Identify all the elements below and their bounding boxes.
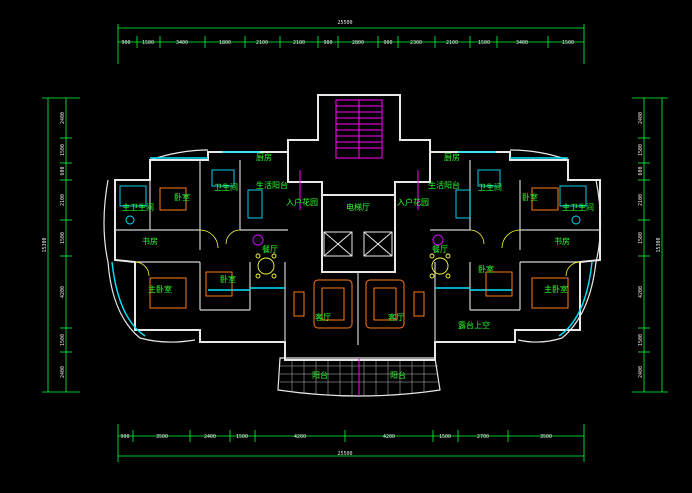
balcony-hatch xyxy=(277,357,441,397)
top-dim-6: 2100 xyxy=(293,40,305,46)
label-bedroom2-left: 卧室 xyxy=(220,274,236,284)
left-dim-2: 1500 xyxy=(60,144,66,156)
label-balcony-right: 阳台 xyxy=(390,370,406,380)
top-dim-11: 2100 xyxy=(446,40,458,46)
left-dim-1: 2400 xyxy=(60,112,66,124)
label-toilet-left: 卫生间 xyxy=(214,182,238,192)
bottom-dim-1: 900 xyxy=(120,434,129,440)
label-bath-left: 主卫生间 xyxy=(122,202,154,212)
right-dim-4: 2100 xyxy=(638,194,644,206)
top-segment-labels: 900 1500 3400 1800 2100 2100 900 2800 90… xyxy=(121,40,574,46)
right-dim-6: 4200 xyxy=(638,286,644,298)
dining-tables xyxy=(255,253,451,279)
label-living-left: 客厅 xyxy=(315,312,331,322)
top-dim-5: 2100 xyxy=(256,40,268,46)
label-living-right: 客厅 xyxy=(388,312,404,322)
top-dim-14: 1500 xyxy=(562,40,574,46)
label-void: 露台上空 xyxy=(458,320,490,330)
top-dim-9: 900 xyxy=(383,40,392,46)
label-study-right: 书房 xyxy=(554,236,570,246)
bottom-dim-9: 3500 xyxy=(540,434,552,440)
bottom-segment-labels: 900 3500 2400 1500 4200 4200 1500 2700 3… xyxy=(120,434,552,440)
bottom-dim-5: 4200 xyxy=(294,434,306,440)
right-dim-1: 2400 xyxy=(638,112,644,124)
label-lobby: 电梯厅 xyxy=(346,202,370,212)
left-dim-8: 2400 xyxy=(60,366,66,378)
right-dim-8: 2400 xyxy=(638,366,644,378)
label-utility-right: 生活阳台 xyxy=(428,180,460,190)
label-dining-left: 餐厅 xyxy=(262,245,278,254)
left-dim-5: 1500 xyxy=(60,232,66,244)
bottom-total-dim: 25500 xyxy=(337,451,352,457)
furniture-sofas xyxy=(149,187,569,329)
top-dim-12: 1500 xyxy=(478,40,490,46)
right-total-dim: 15300 xyxy=(656,237,662,252)
left-dim-4: 2100 xyxy=(60,194,66,206)
top-dim-10: 2300 xyxy=(410,40,422,46)
section-markers xyxy=(252,234,444,246)
left-segment-labels: 2400 1500 600 2100 1500 4200 1500 2400 xyxy=(60,112,66,378)
label-bath-right: 主卫生间 xyxy=(562,202,594,212)
left-dim-3: 600 xyxy=(60,166,66,175)
label-entry-left: 入户花园 xyxy=(286,197,318,207)
top-dim-13: 3400 xyxy=(516,40,528,46)
right-dim-5: 1500 xyxy=(638,232,644,244)
label-dining-right: 餐厅 xyxy=(432,245,448,254)
right-dimension-chain xyxy=(632,97,668,393)
elevator-shafts xyxy=(323,231,393,257)
exterior-walls xyxy=(114,94,601,361)
label-kitchen-left: 厨房 xyxy=(256,152,272,162)
left-dim-7: 1500 xyxy=(60,334,66,346)
bottom-dim-3: 2400 xyxy=(204,434,216,440)
right-segment-labels: 2400 1500 600 2100 1500 4200 1500 2400 xyxy=(638,112,644,378)
bottom-dim-6: 4200 xyxy=(383,434,395,440)
label-bedroom2-right: 卧室 xyxy=(478,264,494,274)
right-dim-2: 1500 xyxy=(638,144,644,156)
top-dim-1: 900 xyxy=(121,40,130,46)
right-dim-3: 600 xyxy=(638,166,644,175)
label-bedroom-left: 卧室 xyxy=(174,192,190,202)
label-study-left: 书房 xyxy=(142,236,158,246)
bottom-dim-8: 2700 xyxy=(477,434,489,440)
top-dim-8: 2800 xyxy=(352,40,364,46)
label-bedroom-right: 卧室 xyxy=(522,192,538,202)
top-dim-7: 900 xyxy=(323,40,332,46)
right-dim-7: 1500 xyxy=(638,334,644,346)
label-master-left: 主卧室 xyxy=(148,284,172,294)
top-dimension-chain xyxy=(117,24,585,64)
bottom-dim-2: 3500 xyxy=(156,434,168,440)
room-labels: 卧室 卧室 卫生间 卫生间 主卫生间 主卫生间 厨房 厨房 入户花园 入户花园 … xyxy=(122,152,594,380)
bottom-dimension-chain xyxy=(117,424,585,462)
top-dim-3: 3400 xyxy=(176,40,188,46)
window-glazing xyxy=(111,151,593,337)
label-balcony-left: 阳台 xyxy=(312,370,328,380)
label-kitchen-right: 厨房 xyxy=(444,152,460,162)
sanitary-fixtures xyxy=(119,169,587,225)
label-toilet-right: 卫生间 xyxy=(478,182,502,192)
label-master-right: 主卧室 xyxy=(544,284,568,294)
top-total-dim: 25500 xyxy=(337,20,352,26)
bottom-dim-7: 1500 xyxy=(439,434,451,440)
left-dimension-chain xyxy=(42,97,80,393)
label-utility-left: 生活阳台 xyxy=(256,180,288,190)
left-total-dim: 15300 xyxy=(42,237,48,252)
top-dim-4: 1800 xyxy=(219,40,231,46)
label-entry-right: 入户花园 xyxy=(397,197,429,207)
top-dim-2: 1500 xyxy=(142,40,154,46)
stair-treads xyxy=(299,99,419,210)
bottom-dim-4: 1500 xyxy=(236,434,248,440)
door-swings xyxy=(134,229,581,277)
interior-walls xyxy=(115,160,600,345)
left-dim-6: 4200 xyxy=(60,286,66,298)
